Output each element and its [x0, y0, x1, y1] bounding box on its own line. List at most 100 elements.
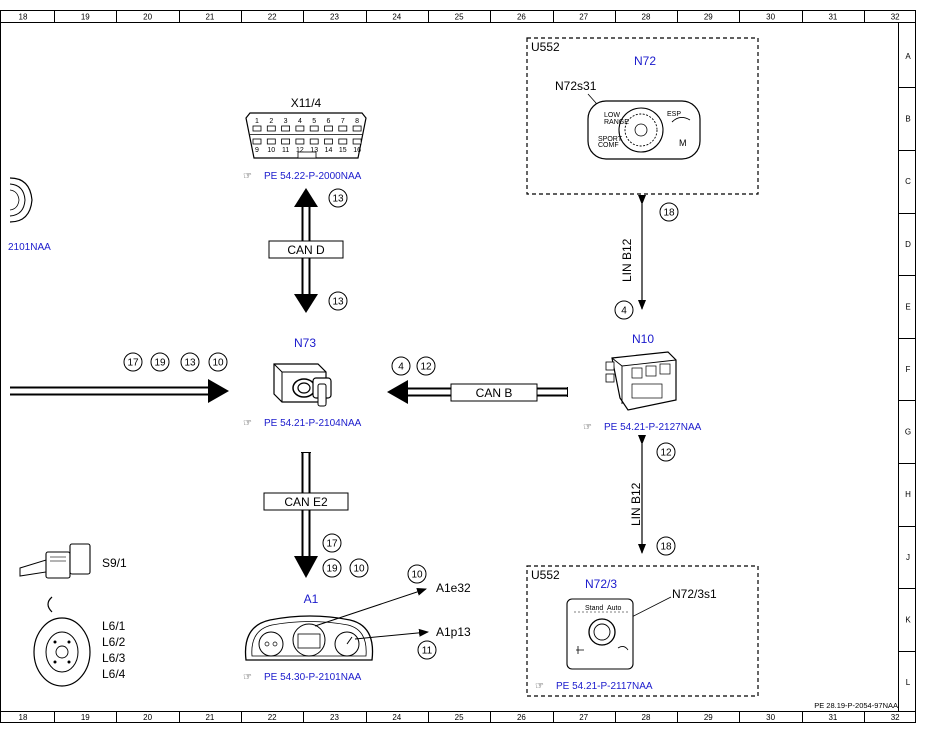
component-label-n72-3: N72/3 [585, 577, 617, 591]
leader-a1e32: A1e32 10 [314, 564, 471, 627]
svg-text:12: 12 [420, 362, 432, 373]
pin-number: 8 [355, 118, 359, 125]
row-letter: E [905, 302, 910, 311]
arrow-left-icon [387, 380, 408, 404]
svg-text:L6/4: L6/4 [102, 667, 126, 681]
wire-number-19-cane2: 19 [322, 558, 342, 578]
column-number: 31 [828, 713, 837, 722]
svg-text:4: 4 [398, 362, 404, 373]
column-number: 23 [330, 13, 339, 22]
pin-number: 10 [267, 147, 275, 154]
pin-number: 16 [353, 147, 361, 154]
column-number: 24 [392, 13, 401, 22]
arrow-down-icon [294, 556, 318, 578]
partial-component-top-left [9, 177, 33, 223]
svg-text:L6/2: L6/2 [102, 635, 126, 649]
wire-number: 13 [180, 352, 200, 372]
reference-icon: ☞ [583, 422, 592, 433]
instrument-cluster-a1-icon[interactable] [244, 615, 374, 661]
component-label-n73: N73 [294, 336, 316, 350]
svg-text:19: 19 [326, 564, 338, 575]
reference-text: PE 54.21-P-2127NAA [604, 422, 702, 433]
svg-text:M: M [679, 138, 687, 148]
pin-number: 1 [255, 118, 259, 125]
switch-panel-n72-icon[interactable]: LOW RANGE SPORT COMF ESP M [587, 100, 701, 160]
arrow-down-icon [294, 294, 318, 313]
arrow-right-icon [208, 379, 229, 403]
svg-text:Auto: Auto [607, 605, 622, 612]
pin-number: 12 [296, 147, 304, 154]
wire-number-13-bottom: 13 [328, 291, 348, 311]
svg-text:LOW: LOW [604, 112, 620, 119]
component-label-x11-4: X11/4 [291, 96, 322, 110]
column-number: 28 [642, 13, 651, 22]
svg-text:L6/1: L6/1 [102, 619, 126, 633]
wire-number-12-lin: 12 [656, 442, 676, 462]
component-label-a1: A1 [304, 592, 319, 606]
wire-number-4-lin: 4 [614, 300, 634, 320]
wire-number: 10 [208, 352, 228, 372]
wire-number-12-canb: 12 [416, 356, 436, 376]
component-label-s9-1: S9/1 [102, 556, 127, 570]
switch-panel-n72-3-icon[interactable]: Stand Auto [566, 598, 634, 670]
reference-n73[interactable]: ☞ PE 54.21-P-2104NAA [243, 418, 362, 429]
switch-s9-1-icon[interactable] [19, 543, 91, 579]
row-letter: H [905, 490, 911, 499]
brake-sensor-labels: L6/1 L6/2 L6/3 L6/4 [102, 619, 126, 681]
wire-number-13-top: 13 [328, 188, 348, 208]
bus-lin-b12-bottom: LIN B12 [629, 435, 646, 554]
pin-number: 6 [327, 118, 331, 125]
brake-lining-sensor-icon[interactable] [33, 596, 91, 687]
reference-icon: ☞ [243, 418, 252, 429]
svg-text:L6/3: L6/3 [102, 651, 126, 665]
component-label-n72: N72 [634, 54, 656, 68]
leader-a1p13: A1p13 11 [354, 625, 471, 660]
column-number: 29 [704, 713, 713, 722]
component-label-a1e32: A1e32 [436, 581, 471, 595]
pin-number: 7 [341, 118, 345, 125]
svg-text:COMF: COMF [598, 142, 619, 149]
pin-number: 15 [339, 147, 347, 154]
reference-a1[interactable]: ☞ PE 54.30-P-2101NAA [243, 672, 362, 683]
wire-number-18-bottom: 18 [656, 536, 676, 556]
variant-box-u552-bottom [526, 565, 759, 697]
wire-number-17-cane2: 17 [322, 533, 342, 553]
variant-label-u552-top: U552 [531, 40, 560, 54]
component-label-a1p13: A1p13 [436, 625, 471, 639]
reference-icon: ☞ [243, 171, 252, 182]
bus-lin-b12-top: LIN B12 [620, 195, 646, 310]
column-number: 20 [143, 713, 152, 722]
column-number: 26 [517, 13, 526, 22]
reference-n10[interactable]: ☞ PE 54.21-P-2127NAA [583, 422, 702, 433]
control-module-n10-icon[interactable] [605, 351, 677, 411]
bus-label-can-d: CAN D [287, 243, 325, 257]
svg-text:10: 10 [212, 358, 224, 369]
column-number: 25 [455, 713, 464, 722]
pin-number: 13 [310, 147, 318, 154]
svg-text:10: 10 [353, 564, 365, 575]
svg-text:19: 19 [154, 358, 166, 369]
pin-number: 4 [298, 118, 302, 125]
svg-text:10: 10 [411, 570, 423, 581]
row-letter: F [906, 365, 911, 374]
column-number: 25 [455, 13, 464, 22]
bus-label-can-e2: CAN E2 [284, 495, 328, 509]
reference-x11-4[interactable]: ☞ PE 54.22-P-2000NAA [243, 171, 362, 182]
document-reference: PE 28.19-P-2054-97NAA [814, 701, 898, 710]
component-label-n72s31: N72s31 [555, 79, 597, 93]
bus-label-lin-b12-bottom: LIN B12 [629, 482, 643, 526]
bus-label-lin-b12-top: LIN B12 [620, 238, 634, 282]
reference-n72-3[interactable]: ☞ PE 54.21-P-2117NAA [535, 681, 653, 692]
column-number: 31 [828, 13, 837, 22]
bus-can-e2: CAN E2 [263, 452, 349, 578]
column-number: 29 [704, 13, 713, 22]
row-letter: K [905, 615, 911, 624]
reference-icon: ☞ [535, 681, 544, 692]
svg-text:18: 18 [660, 542, 672, 553]
ignition-switch-n73-icon[interactable] [273, 363, 332, 407]
reference-partial-text: 2101NAA [8, 242, 51, 253]
